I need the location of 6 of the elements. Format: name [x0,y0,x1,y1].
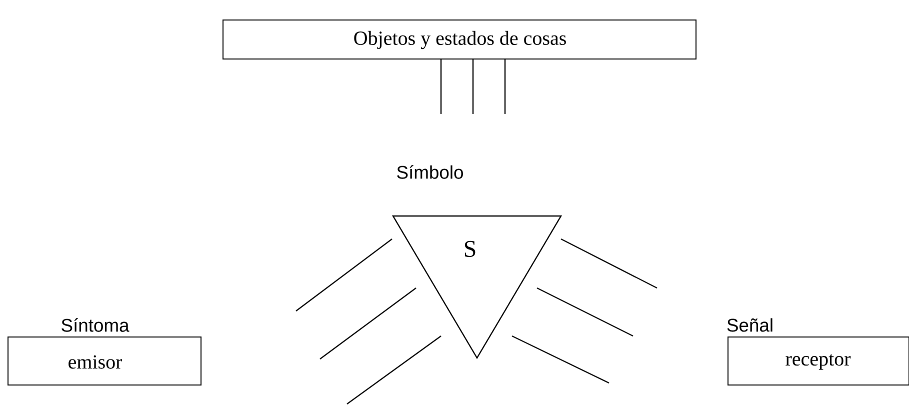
side-label: Símbolo [397,165,463,179]
text-box: receptor [728,336,909,386]
text-box: Objetos y estados de cosas [222,20,696,60]
side-label: Síntoma [62,318,130,332]
side-label: Señal [727,318,772,332]
text-box: emisor [8,336,202,386]
